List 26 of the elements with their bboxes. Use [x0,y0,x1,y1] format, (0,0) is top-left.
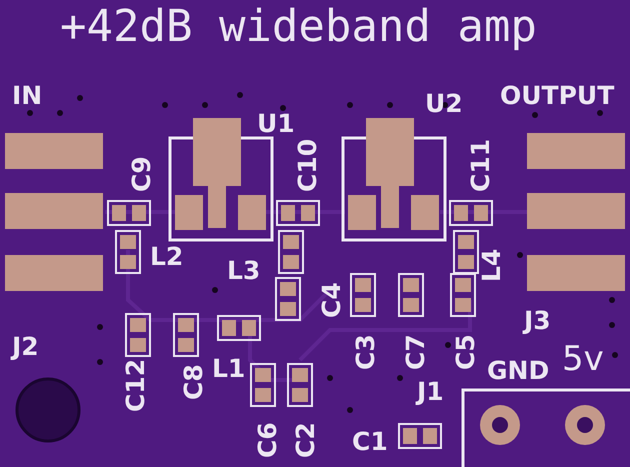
component-designator: C10 [294,138,323,192]
component-designator: L3 [227,257,260,286]
component-designator: C8 [180,364,209,400]
pin-label: GND [487,357,550,386]
component-designator: C7 [402,334,431,370]
component-designator: C9 [128,156,157,192]
component-designator: C5 [452,334,481,370]
component-designator: L2 [150,243,184,272]
pin-label: 5v [562,340,604,380]
component-designator: J1 [417,378,444,407]
component-designator: L4 [478,248,507,282]
component-designator: L1 [212,355,246,384]
component-designator: J2 [12,333,39,362]
connector-label: OUTPUT [500,82,614,111]
connector-label: IN [12,82,42,111]
board-title: +42dB wideband amp [60,2,537,53]
component-designator: C4 [318,282,347,318]
component-designator: C11 [467,138,496,192]
component-designator: C6 [254,422,283,458]
component-designator: C12 [122,358,151,412]
component-designator: C2 [292,422,321,458]
component-designator: J3 [524,307,551,336]
component-designator: U1 [257,110,295,139]
component-designator: C3 [352,334,381,370]
component-designator: U2 [425,90,463,119]
component-designator: C1 [352,428,388,457]
